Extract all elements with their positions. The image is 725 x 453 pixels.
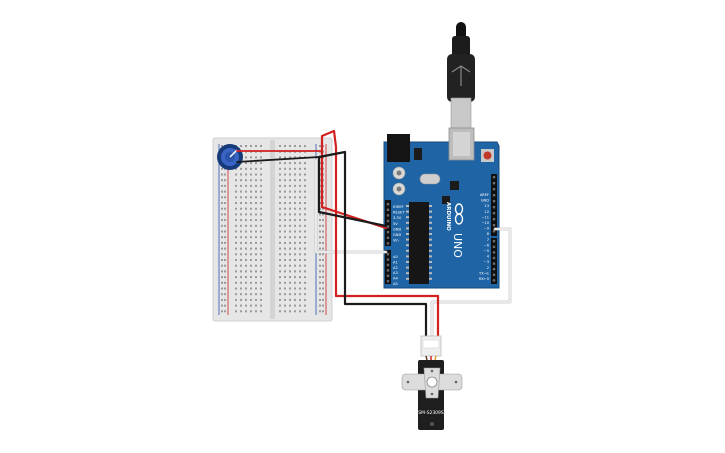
wire-rail-loop-red[interactable] (320, 129, 440, 338)
pin-label: A1 (393, 260, 398, 264)
arduino-logo-icon (454, 203, 464, 225)
pin-label: 5V (393, 222, 398, 226)
pin-label: ~9 (484, 227, 490, 231)
pin-label: 13 (484, 204, 489, 208)
pin-label: A2 (393, 266, 398, 270)
pin-label: RX←0 (479, 277, 490, 281)
header-pins[interactable] (386, 176, 496, 283)
pin-label: IOREF (393, 205, 404, 209)
microcontroller-pins (406, 205, 432, 280)
wire-pot-gnd[interactable] (236, 156, 320, 163)
board-brand: ARDUINO (445, 202, 451, 231)
servo-model-label: SM-S2309S (418, 410, 444, 416)
pin-label: GND (393, 227, 401, 231)
pin-label: A0 (393, 255, 398, 259)
pin-label: ~10 (481, 221, 489, 225)
wires[interactable] (236, 129, 512, 338)
pin-label: A3 (393, 271, 398, 275)
wire-rail-loop-black[interactable] (317, 150, 428, 338)
pin-label: 2 (487, 266, 489, 270)
board-model: UNO (451, 233, 464, 258)
wire-gnd-to-rail[interactable] (317, 210, 388, 228)
pin-label: GND (393, 233, 401, 237)
servo-motor[interactable]: SM-S2309S (401, 335, 463, 430)
pin-label: 12 (484, 210, 489, 214)
pin-label: AREF (480, 193, 489, 197)
usb-cable[interactable] (447, 22, 475, 129)
pin-label: A4 (393, 277, 398, 281)
pin-label: 3.3V (393, 216, 402, 220)
pin-label: Vin (393, 239, 399, 243)
wire-pot-signal-core (315, 159, 387, 253)
wire-servo-signal-core (431, 228, 511, 337)
pin-label: ~5 (484, 249, 489, 253)
pin-label: 8 (487, 232, 490, 236)
pin-label: GND (481, 199, 489, 203)
pin-label: ~6 (484, 243, 490, 247)
pin-label: TX→1 (478, 271, 489, 275)
pin-label: 4 (487, 255, 490, 259)
pin-label: ~3 (484, 260, 489, 264)
pin-label: ~11 (481, 215, 489, 219)
pin-label: RESET (393, 211, 405, 215)
pin-label: 7 (487, 238, 489, 242)
pin-label: A5 (393, 282, 398, 286)
potentiometer[interactable] (217, 144, 243, 170)
